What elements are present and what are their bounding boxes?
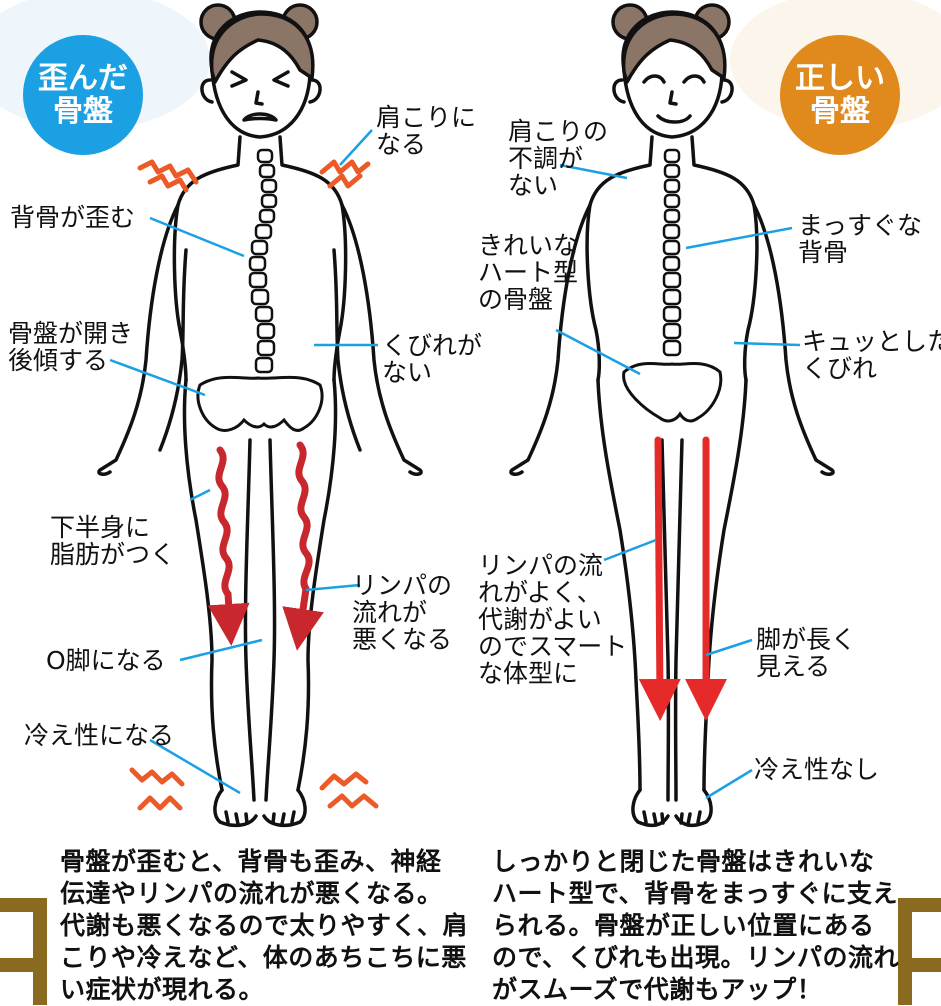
label-heart-pelvis: きれいなハート型の骨盤 <box>478 232 578 313</box>
label-spine-distorted: 背骨が歪む <box>10 204 135 231</box>
distorted-pelvis <box>198 377 322 430</box>
leader-lines <box>110 130 800 798</box>
label-lymph-bad: リンパの流れが悪くなる <box>352 572 452 653</box>
badge-line: 骨盤 <box>53 95 113 128</box>
badge-line: 正しい <box>795 62 885 95</box>
label-tight-waist: キュッとしたくびれ <box>802 328 941 382</box>
label-straight-spine: まっすぐな背骨 <box>798 212 922 266</box>
badge-distorted-pelvis: 歪んだ 骨盤 <box>23 35 143 155</box>
correct-spine <box>664 150 680 355</box>
label-cold-sensitive: 冷え性になる <box>24 722 174 749</box>
label-lower-body-fat: 下半身に脂肪がつく <box>50 514 175 568</box>
badge-correct-pelvis: 正しい 骨盤 <box>780 35 900 155</box>
label-lymph-good: リンパの流れがよく、代謝がよいのでスマートな体型に <box>478 552 627 687</box>
label-no-waist: くびれがない <box>382 332 482 386</box>
label-long-legs: 脚が長く見える <box>756 626 856 680</box>
label-no-cold: 冷え性なし <box>754 756 879 783</box>
badge-line: 歪んだ <box>38 62 128 95</box>
lymph-arrow-icon <box>219 450 230 625</box>
frame-corner-right <box>905 905 941 1005</box>
distorted-spine <box>250 150 276 372</box>
badge-line: 骨盤 <box>810 95 870 128</box>
frame-corner-left <box>0 905 40 1005</box>
description-distorted: 骨盤が歪むと、背骨も歪み、神経 伝達やリンパの流れが悪くなる。 代謝も悪くなるの… <box>60 846 468 1006</box>
lymph-arrow-icon <box>299 445 309 630</box>
label-o-legs: O脚になる <box>46 647 166 674</box>
label-no-shoulder-issue: 肩こりの不調がない <box>508 118 608 199</box>
description-correct: しっかりと閉じた骨盤はきれいな ハート型で、背骨をまっすぐに支え られる。骨盤が… <box>492 846 899 1006</box>
lymph-arrow-icon <box>658 440 660 700</box>
label-shoulder-stiffness: 肩こりになる <box>376 104 476 158</box>
label-pelvis-opens: 骨盤が開き後傾する <box>8 320 133 374</box>
